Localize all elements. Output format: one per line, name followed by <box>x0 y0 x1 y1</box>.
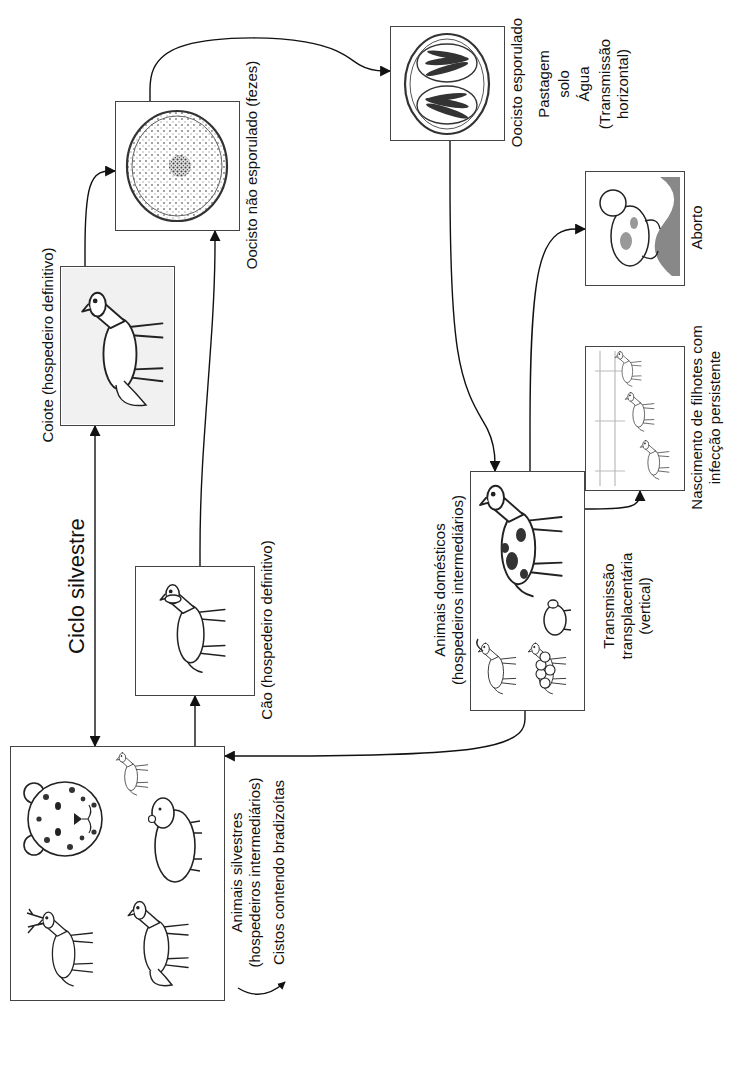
offspring-sketch <box>595 351 669 486</box>
domestic-host-box: Animais domésticos (hospedeiros intermed… <box>470 471 585 711</box>
caption-group: Animais silvestres (hospedeiros intermed… <box>228 773 288 973</box>
abortion-sketch <box>600 177 680 276</box>
offspring-box: Nascimento de filhotes com infecção pers… <box>585 346 685 491</box>
node-caption: Animais domésticos (hospedeiros intermed… <box>431 490 467 690</box>
note-label: solo <box>555 14 573 154</box>
dog-sketch <box>160 585 225 672</box>
wild-animals-sketch <box>24 753 285 994</box>
caption-group: Oocisto não esporulado (fezes) <box>243 45 261 285</box>
connector-arrow <box>94 426 95 746</box>
abortion-box: Aborto <box>585 171 685 286</box>
connector-arrow <box>530 229 585 471</box>
node-caption: Nascimento de filhotes com infecção pers… <box>688 313 724 523</box>
caption-group: Oocisto esporulado <box>508 8 526 158</box>
caption-group: Nascimento de filhotes com infecção pers… <box>688 313 724 523</box>
caption-group: Coiote (hospedeiro definitivo) <box>39 230 57 460</box>
connector-arrow <box>200 231 215 566</box>
node-caption: Cistos contendo bradizoítas <box>270 773 288 973</box>
note-label: Transmissão transplacentária (vertical) <box>600 541 654 671</box>
unsporulated-oocyst-sketch <box>127 111 227 221</box>
oocyst-box: Oocisto não esporulado (fezes) <box>115 101 240 231</box>
note-label: (Transmissão horizontal) <box>596 24 632 144</box>
connector-arrow <box>450 141 495 471</box>
coyote-sketch <box>62 268 173 424</box>
wild-host-box: Animais silvestres (hospedeiros intermed… <box>10 746 225 1001</box>
node-caption: Oocisto esporulado <box>508 8 526 158</box>
node-caption: Cão (hospedeiro definitivo) <box>258 520 276 740</box>
node-caption: Animais silvestres (hospedeiros intermed… <box>228 773 264 973</box>
connector-arrow <box>194 696 195 746</box>
coyote-box: Coiote (hospedeiro definitivo) <box>60 266 175 426</box>
cycle-label: Ciclo silvestre <box>64 515 89 657</box>
note-label: Pastagem <box>535 14 553 154</box>
sporulated-oocyst-box: Oocisto esporulado <box>390 26 505 141</box>
node-caption: Aborto <box>688 173 706 283</box>
note-label: Água <box>575 14 593 154</box>
caption-group: Aborto <box>688 173 706 283</box>
domestic-animals-sketch <box>477 486 571 694</box>
connector-arrow <box>85 171 115 266</box>
dog-box: Cão (hospedeiro definitivo) <box>135 566 255 696</box>
node-caption: Oocisto não esporulado (fezes) <box>243 45 261 285</box>
sporulated-oocyst-sketch <box>405 34 489 134</box>
connector-arrow <box>585 491 640 509</box>
caption-group: Cão (hospedeiro definitivo) <box>258 520 276 740</box>
connector-arrow <box>150 38 390 101</box>
caption-group: Animais domésticos (hospedeiros intermed… <box>431 490 467 690</box>
node-caption: Coiote (hospedeiro definitivo) <box>39 230 57 460</box>
